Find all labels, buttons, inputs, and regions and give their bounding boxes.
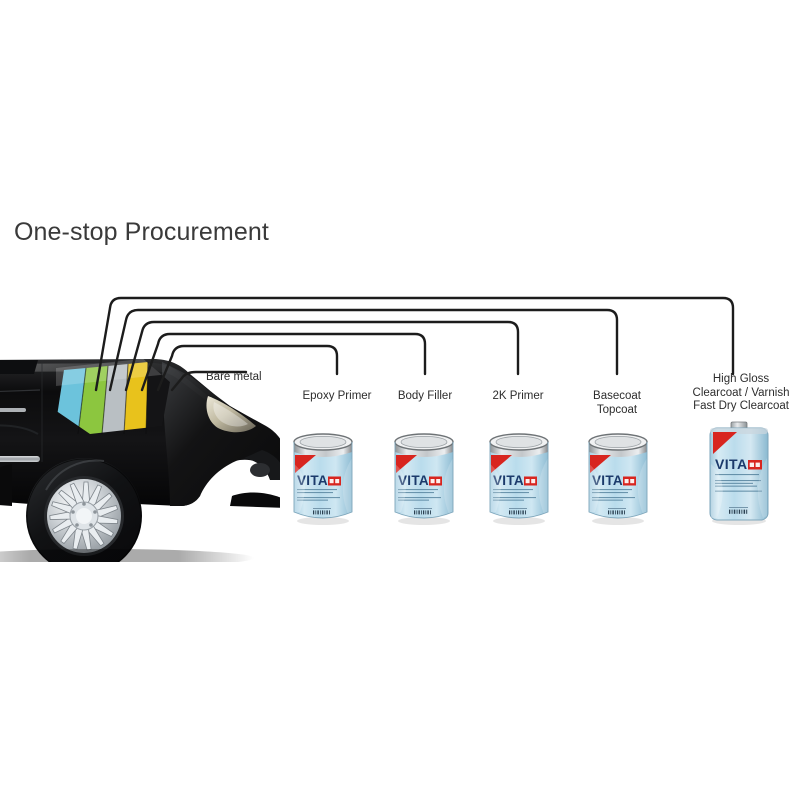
- svg-text:VITA: VITA: [592, 473, 623, 488]
- headlamp: [206, 396, 256, 433]
- callout-label-basecoat: Basecoat Topcoat: [593, 390, 641, 417]
- product-tin-clearcoat: VITA: [705, 420, 773, 526]
- callout-label-clearcoat: High Gloss Clearcoat / Varnish Fast Dry …: [693, 373, 790, 414]
- label-line: Topcoat: [596, 403, 638, 416]
- product-can-body-filler: VITA: [391, 428, 457, 526]
- label-line: Fast Dry Clearcoat: [693, 400, 789, 412]
- callout-label-bare-metal: Bare metal: [206, 371, 262, 385]
- svg-text:VITA: VITA: [493, 473, 524, 488]
- svg-text:VITA: VITA: [715, 456, 747, 472]
- car-illustration: [0, 330, 280, 562]
- body-details: [0, 360, 43, 462]
- label-line: Bare metal: [206, 371, 262, 383]
- leader-2k-primer: [124, 320, 520, 392]
- label-line: High Gloss: [712, 373, 770, 385]
- label-line: Basecoat: [593, 390, 641, 402]
- svg-text:VITA: VITA: [398, 473, 429, 488]
- product-can-epoxy-primer: VITA: [290, 428, 356, 526]
- label-line: Clearcoat / Varnish: [692, 386, 790, 399]
- callout-label-epoxy-primer: Epoxy Primer: [302, 390, 371, 404]
- product-can-basecoat: VITA: [585, 428, 651, 526]
- front-wheel: [26, 458, 142, 562]
- callout-label-2k-primer: 2K Primer: [492, 390, 543, 404]
- label-line: Body Filler: [397, 390, 453, 402]
- product-can-2k-primer: VITA: [486, 428, 552, 526]
- leader-clearcoat: [94, 296, 735, 392]
- leader-basecoat: [108, 308, 619, 392]
- label-line: 2K Primer: [492, 390, 544, 402]
- leader-body-filler: [140, 332, 427, 392]
- leader-bare-metal: [170, 370, 248, 392]
- front-bumper: [230, 450, 280, 508]
- page-title: One-stop Procurement: [14, 218, 269, 246]
- callout-label-body-filler: Body Filler: [398, 390, 452, 404]
- label-line: Epoxy Primer: [302, 390, 372, 402]
- leader-epoxy-primer: [156, 344, 339, 392]
- callout-leader-lines: [94, 296, 735, 392]
- svg-text:VITA: VITA: [297, 473, 328, 488]
